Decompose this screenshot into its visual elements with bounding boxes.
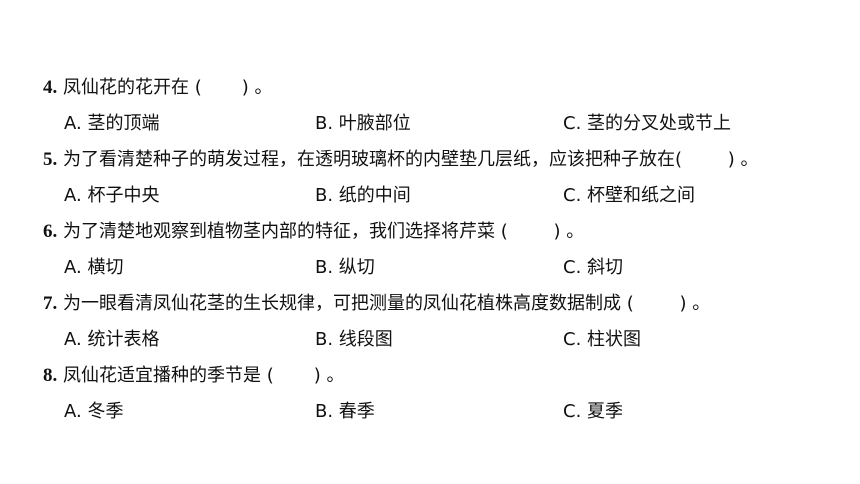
question-7: 7. 为一眼看清凤仙花茎的生长规律，可把测量的凤仙花植株高度数据制成 ( ) 。 [43,289,710,319]
question-4: 4. 凤仙花的花开在 ( ) 。 [43,73,273,103]
question-5: 5. 为了看清楚种子的萌发过程，在透明玻璃杯的内壁垫几层纸，应该把种子放在( )… [43,145,759,175]
question-6: 6. 为了清楚地观察到植物茎内部的特征，我们选择将芹菜 ( ) 。 [43,217,584,247]
option-c: C. 斜切 [563,257,624,278]
option-b: B. 春季 [315,401,375,422]
question-number: 6. [43,221,58,242]
question-6-options: A. 横切 B. 纵切 C. 斜切 [64,253,844,283]
option-c: C. 夏季 [563,401,624,422]
question-7-options: A. 统计表格 B. 线段图 C. 柱状图 [64,325,844,355]
option-a: A. 冬季 [64,401,124,422]
question-text: 为一眼看清凤仙花茎的生长规律，可把测量的凤仙花植株高度数据制成 ( ) 。 [62,293,711,314]
question-text: 凤仙花的花开在 ( ) 。 [62,77,273,98]
question-4-options: A. 茎的顶端 B. 叶腋部位 C. 茎的分叉处或节上 [64,109,844,139]
option-b: B. 叶腋部位 [315,113,411,134]
question-5-options: A. 杯子中央 B. 纸的中间 C. 杯壁和纸之间 [64,181,844,211]
option-b: B. 线段图 [315,329,393,350]
option-a: A. 统计表格 [64,329,160,350]
option-b: B. 纸的中间 [315,185,411,206]
question-number: 4. [43,77,58,98]
option-c: C. 茎的分叉处或节上 [563,113,732,134]
question-text: 为了看清楚种子的萌发过程，在透明玻璃杯的内壁垫几层纸，应该把种子放在( ) 。 [62,149,759,170]
option-c: C. 柱状图 [563,329,642,350]
question-text: 为了清楚地观察到植物茎内部的特征，我们选择将芹菜 ( ) 。 [62,221,585,242]
question-8: 8. 凤仙花适宜播种的季节是 ( ) 。 [43,361,345,391]
question-text: 凤仙花适宜播种的季节是 ( ) 。 [62,365,345,386]
option-a: A. 茎的顶端 [64,113,160,134]
option-b: B. 纵切 [315,257,375,278]
question-number: 7. [43,293,58,314]
option-a: A. 杯子中央 [64,185,160,206]
option-a: A. 横切 [64,257,124,278]
option-c: C. 杯壁和纸之间 [563,185,696,206]
question-number: 5. [43,149,58,170]
question-number: 8. [43,365,58,386]
question-8-options: A. 冬季 B. 春季 C. 夏季 [64,397,844,427]
